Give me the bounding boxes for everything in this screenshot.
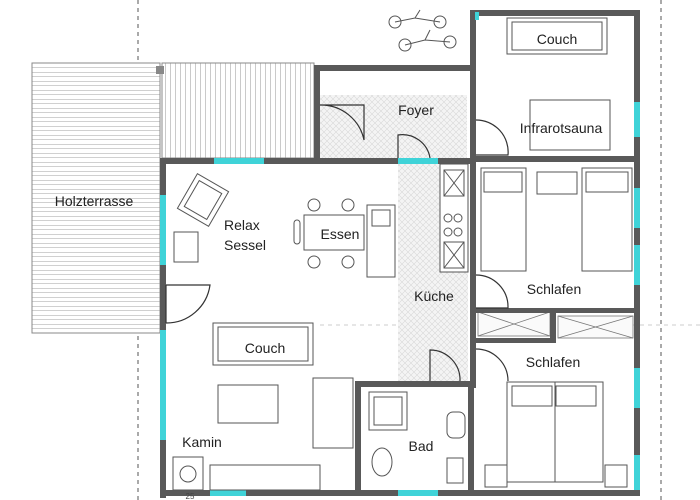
label-schlafen-2: Schlafen — [526, 354, 580, 370]
label-holzterrasse: Holzterrasse — [55, 193, 134, 209]
doors — [165, 104, 509, 382]
room-labels: Holzterrasse Foyer Infrarotsauna Couch R… — [55, 31, 603, 500]
label-essen: Essen — [321, 226, 360, 242]
label-infrarotsauna: Infrarotsauna — [520, 120, 603, 136]
windows — [160, 12, 640, 496]
bottom-mark: 25 — [186, 492, 195, 500]
bicycle-icon — [388, 9, 457, 52]
label-relax: Relax — [224, 217, 260, 233]
label-sessel: Sessel — [224, 237, 266, 253]
terrace — [31, 62, 315, 334]
label-couch-living: Couch — [245, 340, 285, 356]
furniture — [172, 17, 633, 491]
label-schlafen-1: Schlafen — [527, 281, 581, 297]
label-couch-sauna: Couch — [537, 31, 577, 47]
label-bad: Bad — [409, 438, 434, 454]
wardrobe — [477, 311, 634, 339]
label-kamin: Kamin — [182, 434, 222, 450]
label-foyer: Foyer — [398, 102, 434, 118]
label-kueche: Küche — [414, 288, 454, 304]
